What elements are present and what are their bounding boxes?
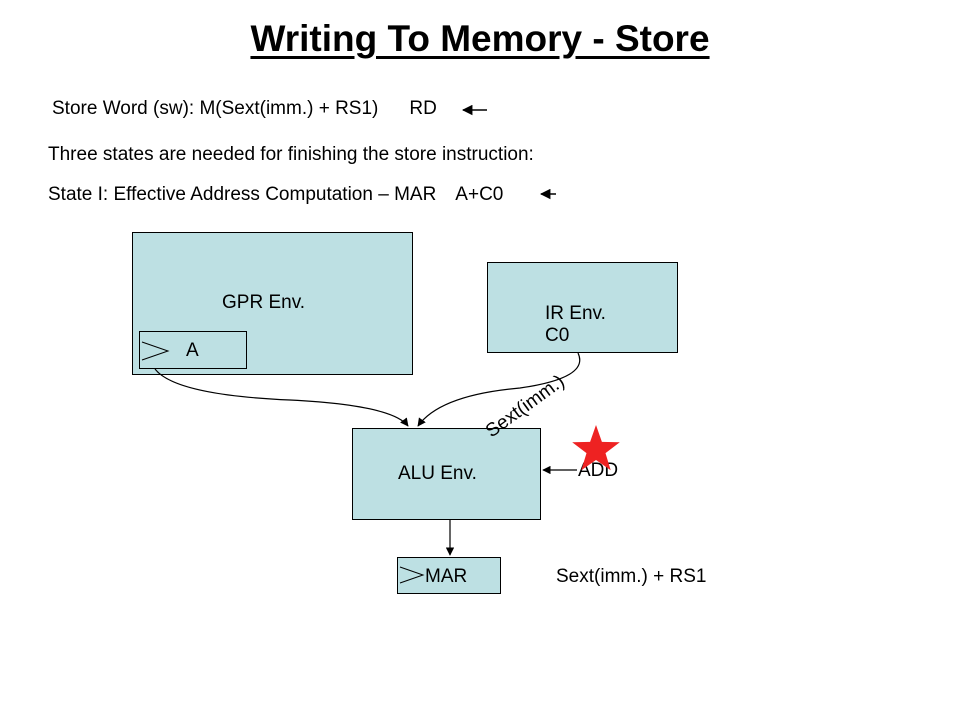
star-icon: [572, 425, 620, 471]
store-word-line: Store Word (sw): M(Sext(imm.) + RS1) RD: [52, 98, 437, 120]
ir-env-label: IR Env.: [545, 303, 606, 324]
store-word-text: Store Word (sw): M(Sext(imm.) + RS1): [52, 98, 379, 119]
register-a-clock-mark: [141, 341, 170, 361]
register-a-box: [139, 331, 247, 369]
ir-env-box: [487, 262, 678, 353]
state-one-expr: A+C0: [455, 184, 504, 205]
result-label: Sext(imm.) + RS1: [556, 566, 707, 587]
mar-label: MAR: [425, 566, 468, 587]
mar-clock-mark: [399, 566, 425, 584]
store-word-rd: RD: [409, 98, 437, 119]
slide-title: Writing To Memory - Store: [250, 18, 710, 59]
ir-to-alu-arrow: [417, 352, 581, 427]
gpr-env-label: GPR Env.: [222, 292, 306, 313]
mar-box: [397, 557, 501, 594]
alu-env-label: ALU Env.: [398, 463, 477, 484]
three-states-line: Three states are needed for finishing th…: [48, 144, 534, 165]
ir-c0-label: C0: [545, 325, 570, 346]
register-a-label: A: [186, 340, 199, 361]
alu-env-box: [352, 428, 541, 520]
state-one-text: State I: Effective Address Computation –…: [48, 184, 437, 205]
state-one-line: State I: Effective Address Computation –…: [48, 184, 503, 206]
a-to-alu-arrow: [154, 368, 409, 427]
